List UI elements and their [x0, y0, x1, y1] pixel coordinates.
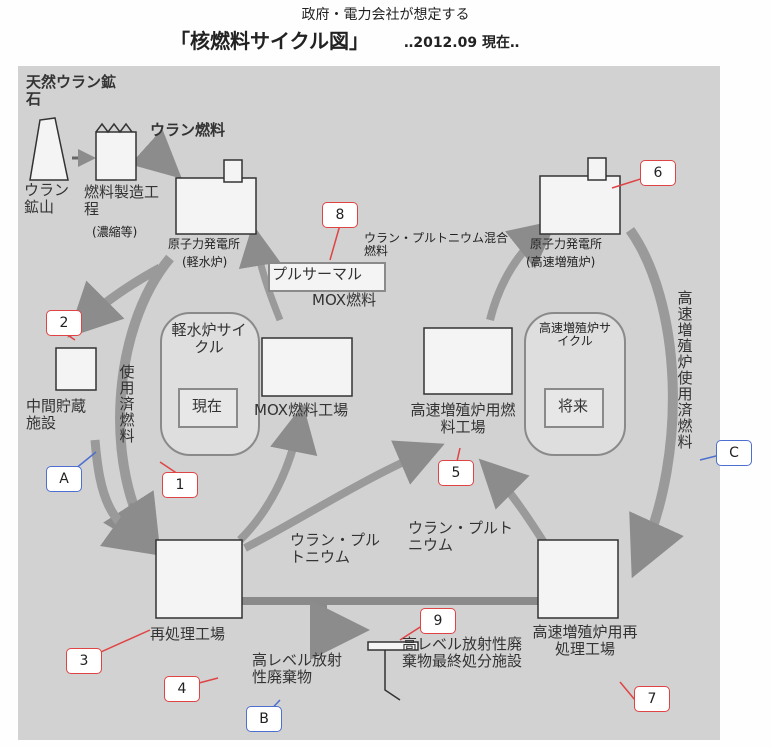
badge-1: 1 — [162, 472, 198, 498]
fbr-cycle-pill — [524, 312, 626, 456]
fbr-fuel-factory-label: 高速増殖炉用燃料工場 — [410, 401, 516, 436]
spent-fuel-label: 使用済燃料 — [117, 364, 136, 444]
u-pu-mixed-label: ウラン・プルトニウム混合燃料 — [364, 231, 509, 259]
natural-uranium-label: 天然ウラン鉱石 — [26, 73, 117, 108]
future-box — [544, 388, 604, 428]
hlw-disposal-label: 高レベル放射性廃棄物最終処分施設 — [402, 635, 523, 670]
disposal-shape — [367, 641, 419, 651]
badge-6: 6 — [640, 160, 676, 186]
pipe — [240, 597, 540, 605]
hlw-waste-label: 高レベル放射性廃棄物 — [252, 651, 343, 686]
u-pu-right-label: ウラン・プルトニウム — [408, 519, 514, 554]
badge-9: 9 — [420, 608, 456, 634]
badge-8: 8 — [322, 202, 358, 228]
fuel-fab-label: 燃料製造工程 — [84, 183, 160, 218]
arrow-storage-to-reprocessing — [90, 439, 160, 556]
badge-A: A — [46, 466, 82, 492]
mox-factory-shape — [261, 337, 353, 397]
current-label: 現在 — [191, 397, 222, 415]
mox-factory-label: MOX燃料工場 — [254, 401, 349, 419]
subtitle: 政府・電力会社が想定する — [301, 7, 470, 23]
mine-shape — [29, 117, 69, 181]
badge-7: 7 — [634, 686, 670, 712]
mox-fuel-label: MOX燃料 — [312, 291, 377, 309]
arrow-uranium-fuel — [130, 128, 182, 179]
reprocessing-shape — [155, 539, 243, 619]
pluthermal-label: プルサーマル — [272, 265, 363, 283]
arrow-fbr-spent — [625, 227, 684, 579]
pluthermal-box — [268, 262, 386, 292]
fuel-fab-note: (濃縮等) — [92, 225, 138, 239]
arrow-mox-to-lwr — [238, 224, 284, 322]
arrow-to-fbr-fuel — [243, 440, 445, 552]
page-title: 「核燃料サイクル図」 — [170, 29, 369, 53]
lwr-plant-shape — [175, 177, 257, 235]
fbr-cycle-label: 高速増殖炉サイクル — [538, 321, 611, 349]
current-box — [178, 388, 238, 428]
badge-C: C — [716, 440, 752, 466]
badge-5: 5 — [438, 460, 474, 486]
badge-2: 2 — [46, 310, 82, 336]
fbr-spent-fuel-label: 高速増殖炉使用済燃料 — [675, 290, 694, 450]
arrow-to-mox — [237, 404, 318, 543]
arrow-to-disposal — [310, 600, 370, 660]
interim-storage-label: 中間貯蔵施設 — [26, 397, 87, 432]
fbr-fuel-factory-shape — [423, 327, 513, 395]
fuel-factory-shape — [95, 131, 137, 181]
fbr-plant-label: 原子力発電所 — [530, 237, 603, 251]
uranium-mine-label: ウラン鉱山 — [24, 181, 70, 216]
future-label: 将来 — [557, 397, 588, 415]
badge-B: B — [246, 706, 282, 732]
date-label: ‥2012.09 現在‥ — [404, 35, 520, 51]
u-pu-left-label: ウラン・プルトニウム — [290, 531, 381, 566]
storage-shape — [55, 347, 97, 391]
lwr-type-label: (軽水炉) — [182, 255, 228, 269]
lwr-cycle-label: 軽水炉サイクル — [171, 321, 247, 356]
arrow-to-fbr-plant — [486, 220, 558, 321]
uranium-fuel-label: ウラン燃料 — [150, 121, 226, 139]
arrow-to-storage — [67, 264, 163, 338]
fbr-plant-shape — [539, 175, 621, 235]
badge-3: 3 — [66, 648, 102, 674]
fbr-reprocessing-label: 高速増殖炉用再処理工場 — [532, 623, 638, 658]
lwr-cycle-pill — [160, 312, 260, 456]
fbr-type-label: (高速増殖炉) — [526, 255, 596, 269]
lwr-plant-label: 原子力発電所 — [168, 237, 241, 251]
fbr-reprocessing-shape — [537, 539, 619, 619]
reprocessing-label: 再処理工場 — [150, 625, 226, 643]
badge-4: 4 — [164, 676, 200, 702]
